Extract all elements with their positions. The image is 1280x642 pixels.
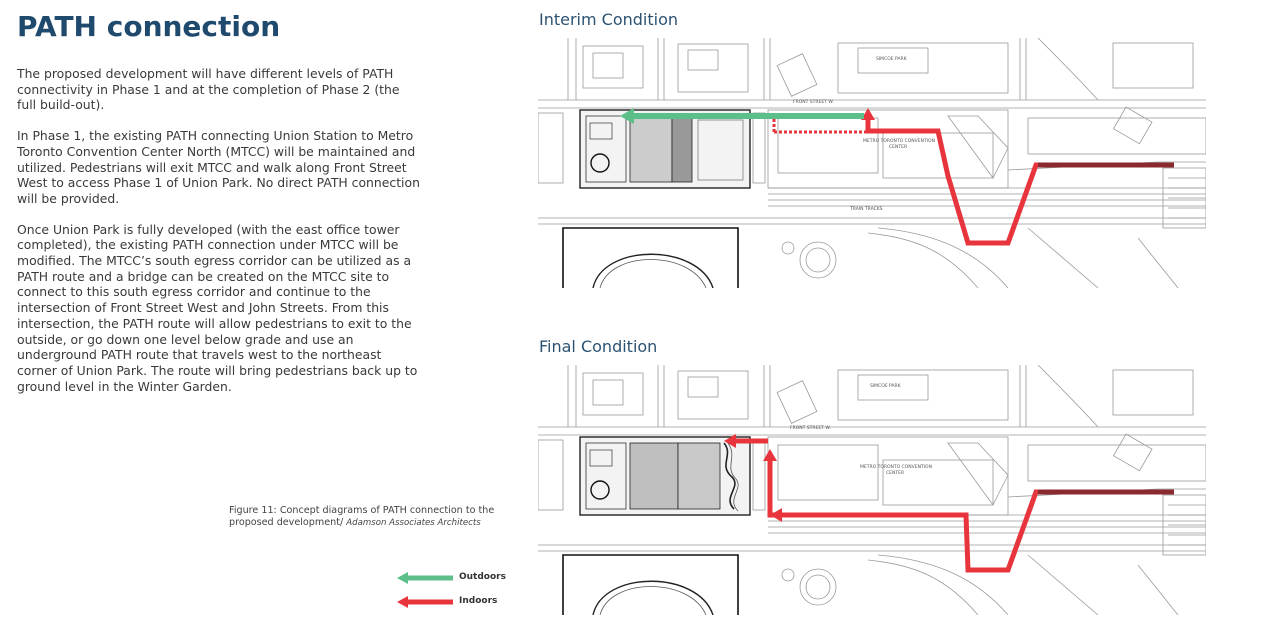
final-site-plan [562, 436, 751, 615]
caption-text: Figure 11: Concept diagrams of PATH conn… [229, 505, 495, 528]
legend-label-indoors: Indoors [459, 596, 498, 606]
simcoe-park-label: SIMCOE PARK [870, 383, 902, 389]
interim-path-routes [620, 108, 1174, 246]
front-street-label: FRONT STREET W. [793, 99, 834, 105]
simcoe-park-label: SIMCOE PARK [876, 56, 908, 62]
final-indoor-arrow-west-icon [724, 434, 736, 448]
interim-site-plan [562, 109, 751, 288]
final-path-routes [724, 434, 1174, 573]
interim-indoor-route [865, 118, 1174, 246]
final-condition-title: Final Condition [539, 337, 658, 356]
paragraph-phase-1: In Phase 1, the existing PATH connecting… [17, 128, 420, 206]
paragraph-full-build-out: Once Union Park is fully developed (with… [17, 221, 418, 394]
legend-item-outdoors: Outdoors [395, 571, 525, 587]
outdoors-arrow-icon [397, 572, 453, 584]
figure-caption: Figure 11: Concept diagrams of PATH conn… [229, 505, 529, 529]
mtcc-label-line-1: METRO TORONTO CONVENTION [860, 464, 932, 470]
front-street-label: FRONT STREET W. [790, 425, 831, 431]
mtcc-label-line-2: CENTER [889, 144, 907, 150]
mtcc-label-line-2: CENTER [886, 470, 904, 476]
caption-credit: Adamson Associates Architects [346, 518, 481, 528]
final-indoor-arrow-south-icon [770, 508, 782, 522]
paragraph-phases: The proposed development will have diffe… [17, 66, 400, 113]
mtcc-label-line-1: METRO TORONTO CONVENTION [863, 138, 935, 144]
final-condition-map: SIMCOE PARK FRONT STREET W. METRO TORONT… [538, 365, 1206, 615]
interim-condition-title: Interim Condition [539, 10, 679, 29]
interim-context [538, 38, 1206, 288]
interim-outdoor-arrow-icon [620, 108, 634, 124]
body-text: The proposed development will have diffe… [17, 66, 422, 409]
train-tracks-label: TRAIN TRACKS [849, 206, 883, 212]
interim-condition-map: SIMCOE PARK FRONT STREET W. METRO TORONT… [538, 38, 1206, 288]
interim-indoor-arrow-icon [861, 108, 875, 120]
indoors-arrow-icon [397, 596, 453, 608]
legend-item-indoors: Indoors [395, 595, 525, 611]
legend-label-outdoors: Outdoors [459, 572, 506, 582]
page-title: PATH connection [17, 10, 281, 43]
final-indoor-arrow-north-icon [763, 449, 777, 461]
